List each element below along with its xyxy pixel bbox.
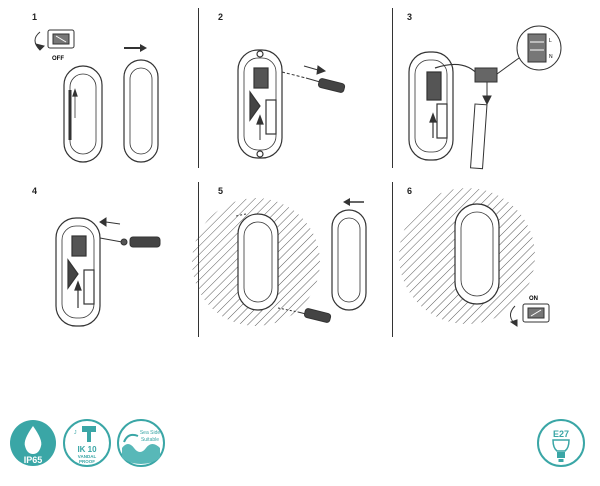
terminal-label-n: N	[549, 54, 553, 60]
step-6-panel: 6 ON	[375, 174, 575, 352]
step-number: 1	[32, 12, 38, 22]
sea-side-badge: Sea Side Suitable	[116, 418, 166, 468]
step-3-drawing: L N	[408, 25, 562, 170]
step-number: 6	[407, 186, 413, 196]
ip65-badge: IP65	[8, 418, 58, 468]
arrow-left-icon	[343, 198, 364, 206]
luminaire-wiring-base-icon	[408, 51, 480, 161]
step-1-panel: 1 OFF	[0, 0, 200, 178]
ik10-label: IK 10	[77, 445, 97, 454]
sea-side-label: Sea Side	[140, 430, 161, 436]
luminaire-base-icon	[63, 65, 103, 163]
switch-on-label: ON	[529, 296, 538, 302]
screwdriver-icon	[281, 65, 346, 93]
suitable-label: Suitable	[141, 437, 159, 443]
luminaire-mounted-base-icon	[55, 217, 101, 327]
switch-off-label: OFF	[52, 56, 64, 62]
step-2-panel: 2	[186, 0, 386, 178]
step-number: 3	[407, 12, 413, 22]
luminaire-cover-icon	[123, 59, 159, 163]
wall-switch-icon	[509, 303, 550, 327]
step-3-panel: 3 L N	[375, 0, 575, 178]
step-number: 2	[218, 12, 224, 22]
terminal-label-l: L	[549, 38, 552, 44]
step-6-drawing: ON	[399, 188, 550, 327]
ik10-impact-label: J	[74, 430, 77, 436]
e27-label: E27	[553, 429, 569, 439]
luminaire-open-base-icon	[237, 49, 283, 159]
water-drop-icon: IP65	[10, 420, 56, 466]
bulb-icon: E27	[537, 419, 585, 467]
terminal-zoom-icon	[496, 25, 562, 75]
luminaire-cover-icon	[331, 209, 367, 311]
screwdriver-icon	[235, 213, 332, 323]
step-2-drawing	[237, 49, 346, 159]
ik10-vandal-label: VANDAL	[78, 454, 97, 459]
grid-divider-v1	[198, 8, 199, 168]
step-number: 4	[32, 186, 38, 196]
wave-icon: Sea Side Suitable	[117, 419, 165, 467]
step-4-drawing	[55, 217, 161, 327]
step-number: 5	[218, 186, 224, 196]
step-4-panel: 4	[0, 174, 200, 352]
grid-divider-v4	[392, 182, 393, 337]
ip65-label: IP65	[24, 455, 43, 465]
wall-switch-icon	[34, 29, 75, 51]
terminal-block-icon	[470, 67, 498, 170]
step-5-drawing	[192, 198, 367, 326]
ik10-proof-label: PROOF	[79, 459, 95, 464]
ik10-badge: J IK 10 VANDAL PROOF	[62, 418, 112, 468]
e27-badge: E27	[536, 418, 586, 468]
step-1-drawing: OFF	[34, 29, 159, 163]
screwdriver-icon	[99, 217, 161, 248]
luminaire-base-on-wall-icon	[237, 213, 279, 311]
grid-divider-v2	[392, 8, 393, 168]
luminaire-assembled-icon	[454, 203, 500, 305]
arrow-right-icon	[124, 44, 147, 52]
hammer-icon: J IK 10 VANDAL PROOF	[63, 419, 111, 467]
step-5-panel: 5	[186, 174, 386, 352]
